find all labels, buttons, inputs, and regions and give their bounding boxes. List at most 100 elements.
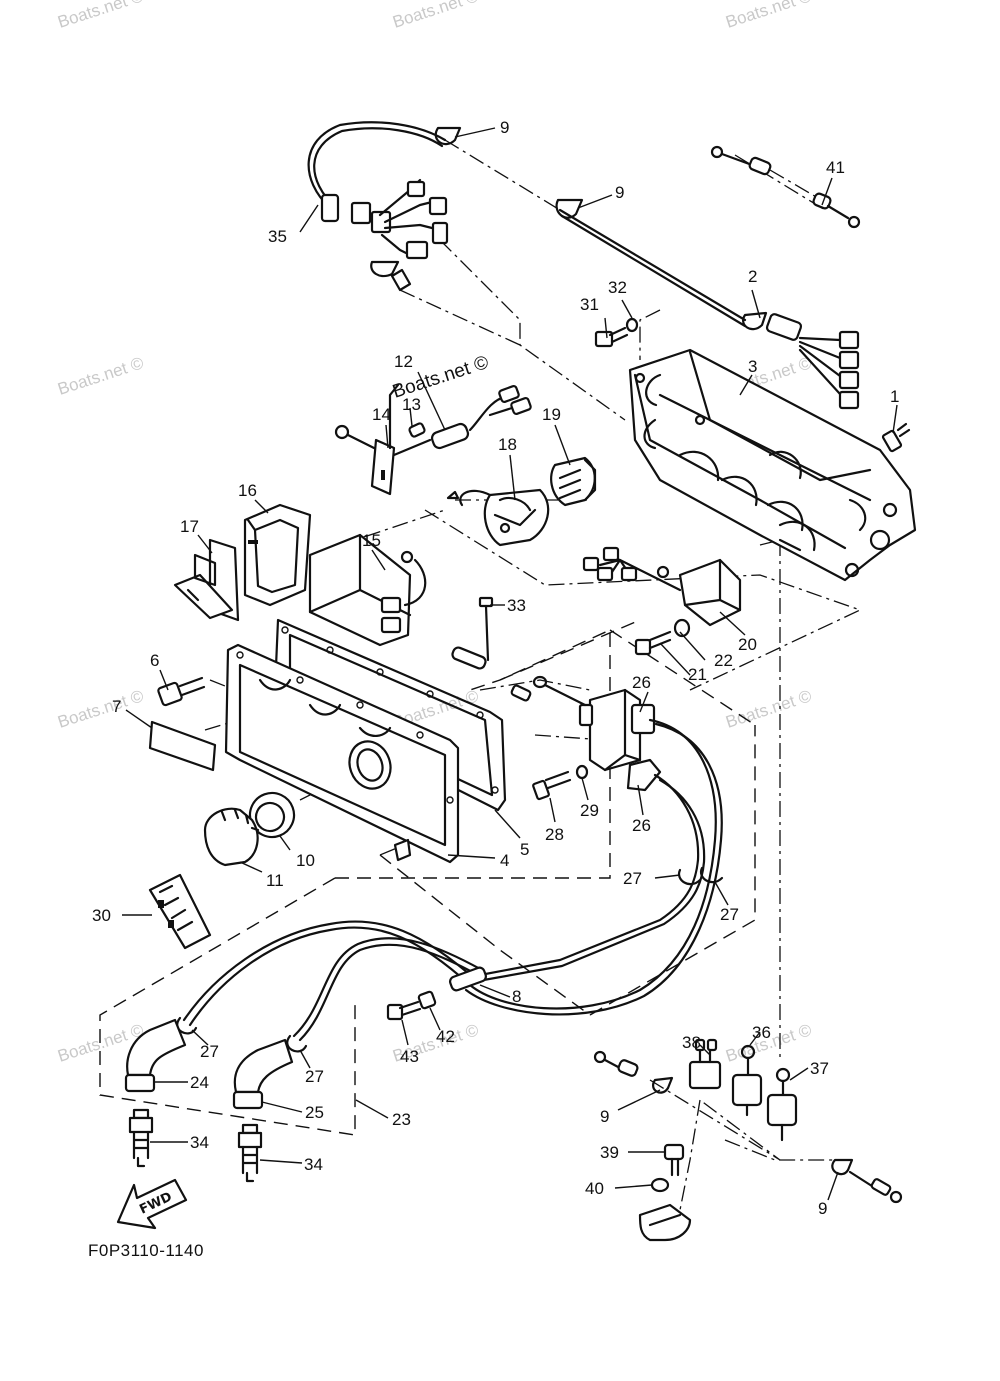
figure-code: F0P3110-1140: [88, 1241, 204, 1260]
bolt-21: [634, 630, 672, 656]
callout-22: 22: [714, 651, 733, 670]
callout-32: 32: [608, 278, 627, 297]
cdi-unit-15: [308, 533, 427, 647]
washer-40: [650, 1177, 670, 1193]
callout-17: 17: [180, 517, 199, 536]
watermark-1: Boats.net ©: [55, 0, 146, 32]
callout-34-a: 34: [190, 1133, 209, 1152]
callout-33: 33: [507, 596, 526, 615]
cap-11: [203, 807, 260, 867]
spark-plug-34-right: [237, 1123, 263, 1183]
leader-lines: [122, 127, 898, 1201]
regulator-20: [582, 546, 742, 627]
washer-32: [625, 317, 639, 333]
callout-29: 29: [580, 801, 599, 820]
callout-41: 41: [826, 158, 845, 177]
callout-1: 1: [890, 387, 899, 406]
callout-31: 31: [580, 295, 599, 314]
electrical-box-3: [628, 348, 917, 582]
ignition-coil-26: [510, 675, 662, 792]
callout-38: 38: [682, 1033, 701, 1052]
callout-42: 42: [436, 1027, 455, 1046]
callout-7: 7: [112, 697, 121, 716]
callout-16: 16: [238, 481, 257, 500]
callout-28: 28: [545, 825, 564, 844]
terminal-lead-41: [710, 145, 861, 229]
fuse-holder-12: [430, 385, 532, 450]
clamp-8: [448, 966, 488, 992]
clip-33: [478, 596, 494, 662]
bolt-43: [386, 1000, 422, 1021]
callout-6: 6: [150, 651, 159, 670]
washer-22: [673, 618, 691, 638]
callout-34-b: 34: [304, 1155, 323, 1174]
label-7: [148, 720, 217, 772]
callout-14: 14: [372, 405, 391, 424]
boundary-lines: [99, 619, 756, 1136]
bolt-28: [532, 770, 572, 801]
spark-plug-34-left: [128, 1108, 154, 1168]
harness-connector-2: [742, 311, 860, 410]
callout-25: 25: [305, 1103, 324, 1122]
lower-leads: [593, 1050, 903, 1204]
callout-15: 15: [362, 531, 381, 550]
callout-2: 2: [748, 267, 757, 286]
watermark-9: Boats.net ©: [723, 686, 814, 732]
callout-18: 18: [498, 435, 517, 454]
callout-26-b: 26: [632, 816, 651, 835]
callout-35: 35: [268, 227, 287, 246]
wire-harness-35: [307, 121, 449, 292]
fuse-13: [408, 422, 426, 438]
callout-4: 4: [500, 851, 509, 870]
sensor-36: [731, 1044, 763, 1117]
callout-9-a: 9: [500, 118, 509, 137]
callout-24: 24: [190, 1073, 209, 1092]
callout-27-d: 27: [305, 1067, 324, 1086]
callout-23: 23: [392, 1110, 411, 1129]
callout-11: 11: [266, 871, 284, 890]
callout-27-a: 27: [623, 869, 642, 888]
callout-37: 37: [810, 1059, 829, 1078]
bolt-39: [663, 1143, 685, 1177]
callout-9-d: 9: [818, 1199, 827, 1218]
watermark-3: Boats.net ©: [723, 0, 814, 32]
wire-clamp-9-upper: [434, 126, 747, 328]
o-ring-10: [248, 791, 296, 839]
callout-27-c: 27: [200, 1042, 219, 1061]
callout-20: 20: [738, 635, 757, 654]
relay-19: [550, 456, 597, 507]
watermark-4: Boats.net ©: [55, 353, 146, 399]
terminal-block-30: [148, 873, 212, 950]
callout-labels: 1 2 3 4 5 6 7 8 9 9 9 9 10 11 12 13 14 1…: [92, 118, 899, 1218]
callout-12: 12: [394, 352, 413, 371]
bolt-31: [594, 326, 629, 348]
callout-3: 3: [748, 357, 757, 376]
callout-19: 19: [542, 405, 561, 424]
starter-relay-18: [446, 488, 550, 547]
screw-1: [881, 422, 911, 453]
callout-10: 10: [296, 851, 315, 870]
sensor-bracket: [638, 1203, 692, 1242]
callout-40: 40: [585, 1179, 604, 1198]
callout-30: 30: [92, 906, 111, 925]
callout-13: 13: [402, 395, 421, 414]
holder-17: [173, 538, 240, 622]
plug-cap-25: [232, 1038, 294, 1110]
cover-16: [243, 503, 312, 607]
fwd-arrow: FWD: [116, 1178, 188, 1230]
washer-29: [575, 764, 589, 780]
ignition-cables: [182, 718, 723, 1042]
callout-9-c: 9: [600, 1107, 609, 1126]
sensor-37: [766, 1067, 798, 1142]
callout-5: 5: [520, 840, 529, 859]
callout-27-b: 27: [720, 905, 739, 924]
callout-36: 36: [752, 1023, 771, 1042]
callout-26-a: 26: [632, 673, 651, 692]
fuse-holder-14: [334, 383, 432, 496]
callout-43: 43: [400, 1047, 419, 1066]
callout-8: 8: [512, 987, 521, 1006]
connector-tube: [451, 646, 487, 670]
collar-42: [417, 990, 437, 1010]
callout-39: 39: [600, 1143, 619, 1162]
